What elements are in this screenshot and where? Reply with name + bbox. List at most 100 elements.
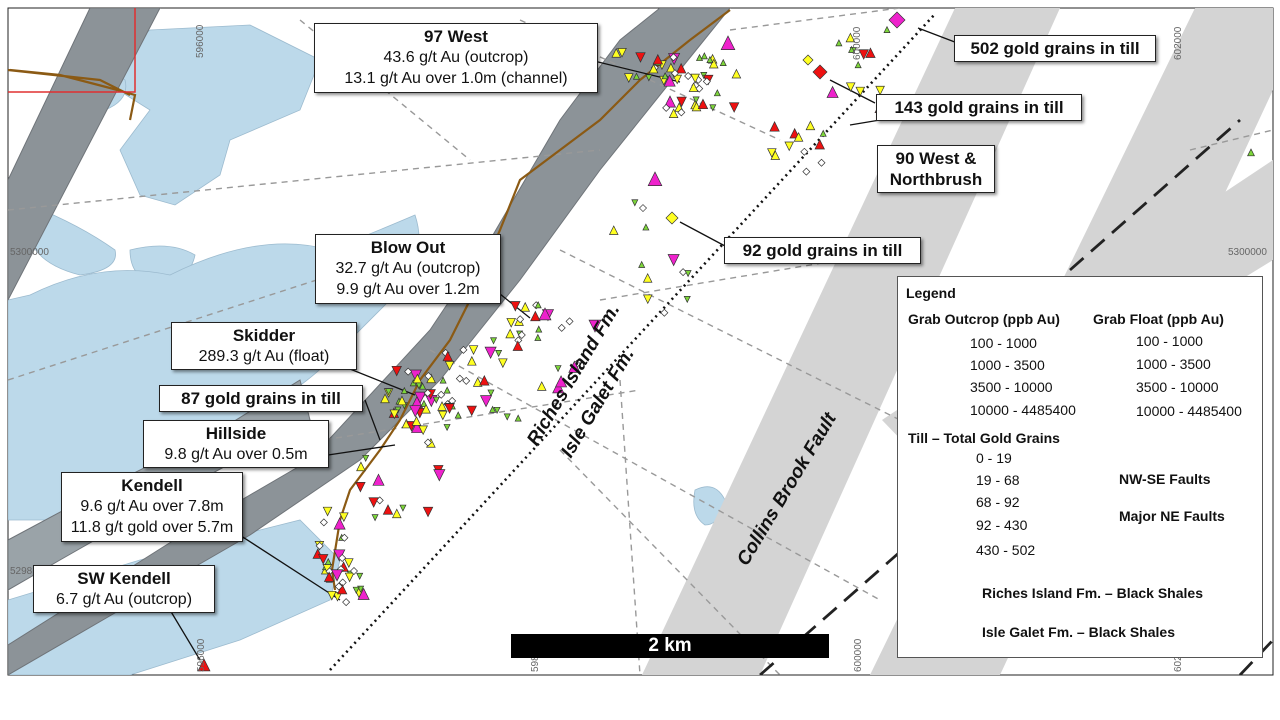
legend-major-faults: Major NE Faults <box>1119 508 1225 524</box>
callout-90-west-line2: Northbrush <box>889 170 983 189</box>
sample-point <box>660 308 669 317</box>
sample-point <box>332 591 343 602</box>
sample-point <box>409 369 422 382</box>
coord-x-596000: 596000 <box>195 24 206 58</box>
callout-97-west: 97 West 43.6 g/t Au (outcrop) 13.1 g/t A… <box>314 23 598 93</box>
sample-point <box>424 371 433 380</box>
sample-point <box>197 658 211 672</box>
sample-point <box>793 131 804 142</box>
legend-outcrop-2: 1000 - 3500 <box>970 357 1045 373</box>
sample-point <box>362 454 370 463</box>
sample-point <box>534 333 542 341</box>
sample-point <box>663 95 677 108</box>
sample-point <box>389 409 400 420</box>
sample-point <box>352 586 360 594</box>
coord-x-600000: 600000 <box>852 26 863 60</box>
sample-point <box>767 148 777 158</box>
sample-point <box>385 388 393 396</box>
sample-point <box>317 554 329 565</box>
coord-x-602000: 602000 <box>1173 26 1184 60</box>
sample-point <box>356 572 364 580</box>
sample-point <box>883 25 891 33</box>
callout-skidder: Skidder 289.3 g/t Au (float) <box>171 322 357 370</box>
callout-hillside-title: Hillside <box>205 424 267 443</box>
sample-point <box>454 411 462 419</box>
sample-point <box>638 260 646 268</box>
callout-502-grains: 502 gold grains in till <box>954 35 1156 62</box>
sample-point <box>557 323 566 332</box>
sample-point <box>720 35 736 50</box>
sample-point <box>565 317 574 326</box>
sample-point <box>418 425 428 436</box>
sample-point <box>645 74 653 82</box>
sample-point <box>479 395 493 408</box>
sample-point <box>340 533 349 542</box>
sample-point <box>322 506 333 517</box>
sample-point <box>324 557 332 565</box>
legend-float-1: 100 - 1000 <box>1136 333 1203 349</box>
legend-till-5: 430 - 502 <box>976 542 1036 558</box>
sample-point <box>662 103 671 112</box>
sample-point <box>411 416 422 426</box>
callout-sw-kendell-line1: 6.7 g/t Au (outcrop) <box>55 591 193 608</box>
legend-outcrop-1: 100 - 1000 <box>970 335 1037 351</box>
coord-y-5300000-right: 5300000 <box>1228 247 1267 258</box>
sample-point <box>848 45 856 53</box>
sample-point <box>817 158 826 167</box>
callout-hillside: Hillside 9.8 g/t Au over 0.5m <box>143 420 329 468</box>
sample-point <box>355 482 366 493</box>
sample-point <box>489 405 497 413</box>
sample-point <box>709 104 717 112</box>
sample-point <box>731 68 742 79</box>
sample-point <box>437 401 447 411</box>
sample-point <box>632 72 641 80</box>
sample-point <box>835 39 843 47</box>
sample-point <box>382 504 394 515</box>
sample-point <box>443 424 451 432</box>
sample-point <box>503 413 511 421</box>
sample-point <box>466 405 477 417</box>
legend-riches: Riches Island Fm. – Black Shales <box>982 585 1203 601</box>
sample-point <box>530 310 541 322</box>
sample-points <box>197 11 1255 672</box>
sample-point <box>554 375 568 388</box>
sample-point <box>648 63 659 74</box>
callout-sw-kendell: SW Kendell 6.7 g/t Au (outcrop) <box>33 565 215 613</box>
sample-point <box>344 572 355 583</box>
sample-point <box>713 89 721 97</box>
sample-point <box>444 361 455 371</box>
sample-point <box>690 73 700 84</box>
sample-point <box>443 386 451 394</box>
legend-outcrop-4: 10000 - 4485400 <box>970 402 1076 418</box>
sample-point <box>437 390 446 399</box>
sample-point <box>728 102 740 113</box>
sample-point <box>702 77 711 86</box>
sample-point <box>858 49 869 60</box>
sample-point <box>670 69 679 78</box>
sample-point <box>667 254 680 267</box>
sample-point <box>692 96 700 104</box>
sample-point <box>814 138 825 150</box>
sample-point <box>708 58 719 69</box>
sample-point <box>802 167 811 176</box>
sample-point <box>433 469 446 482</box>
sample-point <box>442 350 453 362</box>
sample-point <box>888 11 906 29</box>
callout-blow-out-line2: 9.9 g/t Au over 1.2m <box>336 281 480 298</box>
callout-blow-out: Blow Out 32.7 g/t Au (outcrop) 9.9 g/t A… <box>315 234 501 304</box>
sample-point <box>668 108 679 118</box>
sample-point <box>356 461 366 472</box>
sample-point <box>512 340 524 351</box>
sample-point <box>339 512 349 523</box>
sample-point <box>826 85 839 98</box>
sample-point <box>719 58 727 66</box>
sample-point <box>672 74 683 85</box>
sample-point <box>484 346 497 359</box>
sample-point <box>420 399 428 407</box>
callout-90-west-line1: 90 West & <box>895 149 977 168</box>
legend-till-1: 0 - 19 <box>976 450 1012 466</box>
coord-y-5298: 5298 <box>10 566 33 577</box>
sample-point <box>845 82 856 93</box>
callout-97-west-title: 97 West <box>424 27 488 46</box>
sample-point <box>319 518 328 527</box>
